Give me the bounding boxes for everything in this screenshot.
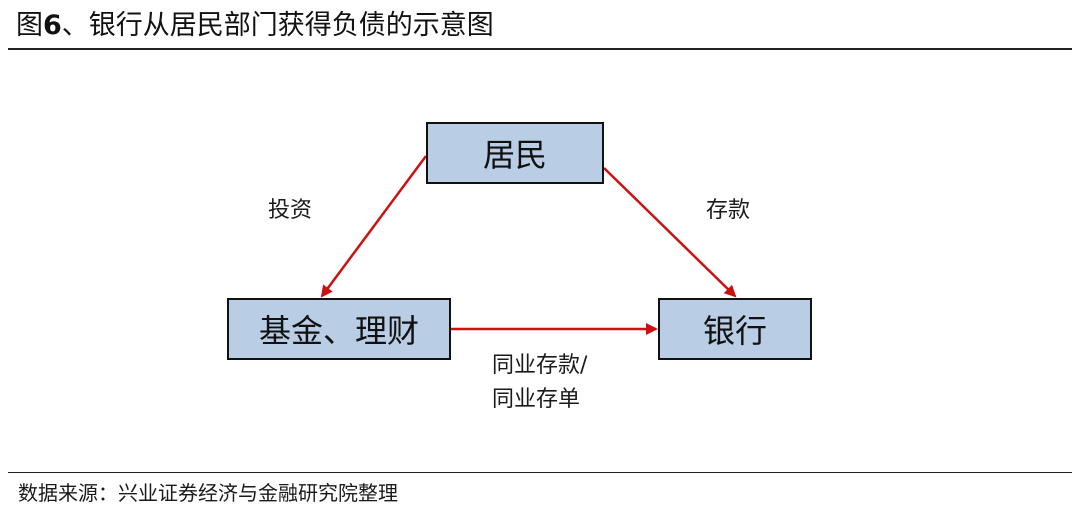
title-prefix: 图 — [16, 10, 43, 41]
arrow-resident-to-bank — [603, 167, 737, 298]
arrow-resident-to-fund — [320, 155, 428, 298]
edge-label-interbank: 同业存款/ 同业存单 — [492, 349, 587, 417]
node-fund-wealth-management: 基金、理财 — [227, 298, 451, 360]
figure-title: 图6、银行从居民部门获得负债的示意图 — [16, 6, 494, 46]
edge-label-interbank-line2: 同业存单 — [492, 387, 581, 412]
edge-label-deposit: 存款 — [706, 198, 751, 223]
source-note: 数据来源：兴业证券经济与金融研究院整理 — [18, 481, 398, 505]
bottom-divider — [8, 472, 1072, 473]
node-resident: 居民 — [426, 122, 604, 184]
title-number: 6 — [43, 10, 62, 41]
title-text: 、银行从居民部门获得负债的示意图 — [61, 10, 494, 41]
edge-label-interbank-line1: 同业存款/ — [492, 353, 588, 378]
node-bank: 银行 — [658, 298, 812, 360]
top-divider — [8, 48, 1072, 50]
edge-label-invest: 投资 — [268, 198, 313, 223]
